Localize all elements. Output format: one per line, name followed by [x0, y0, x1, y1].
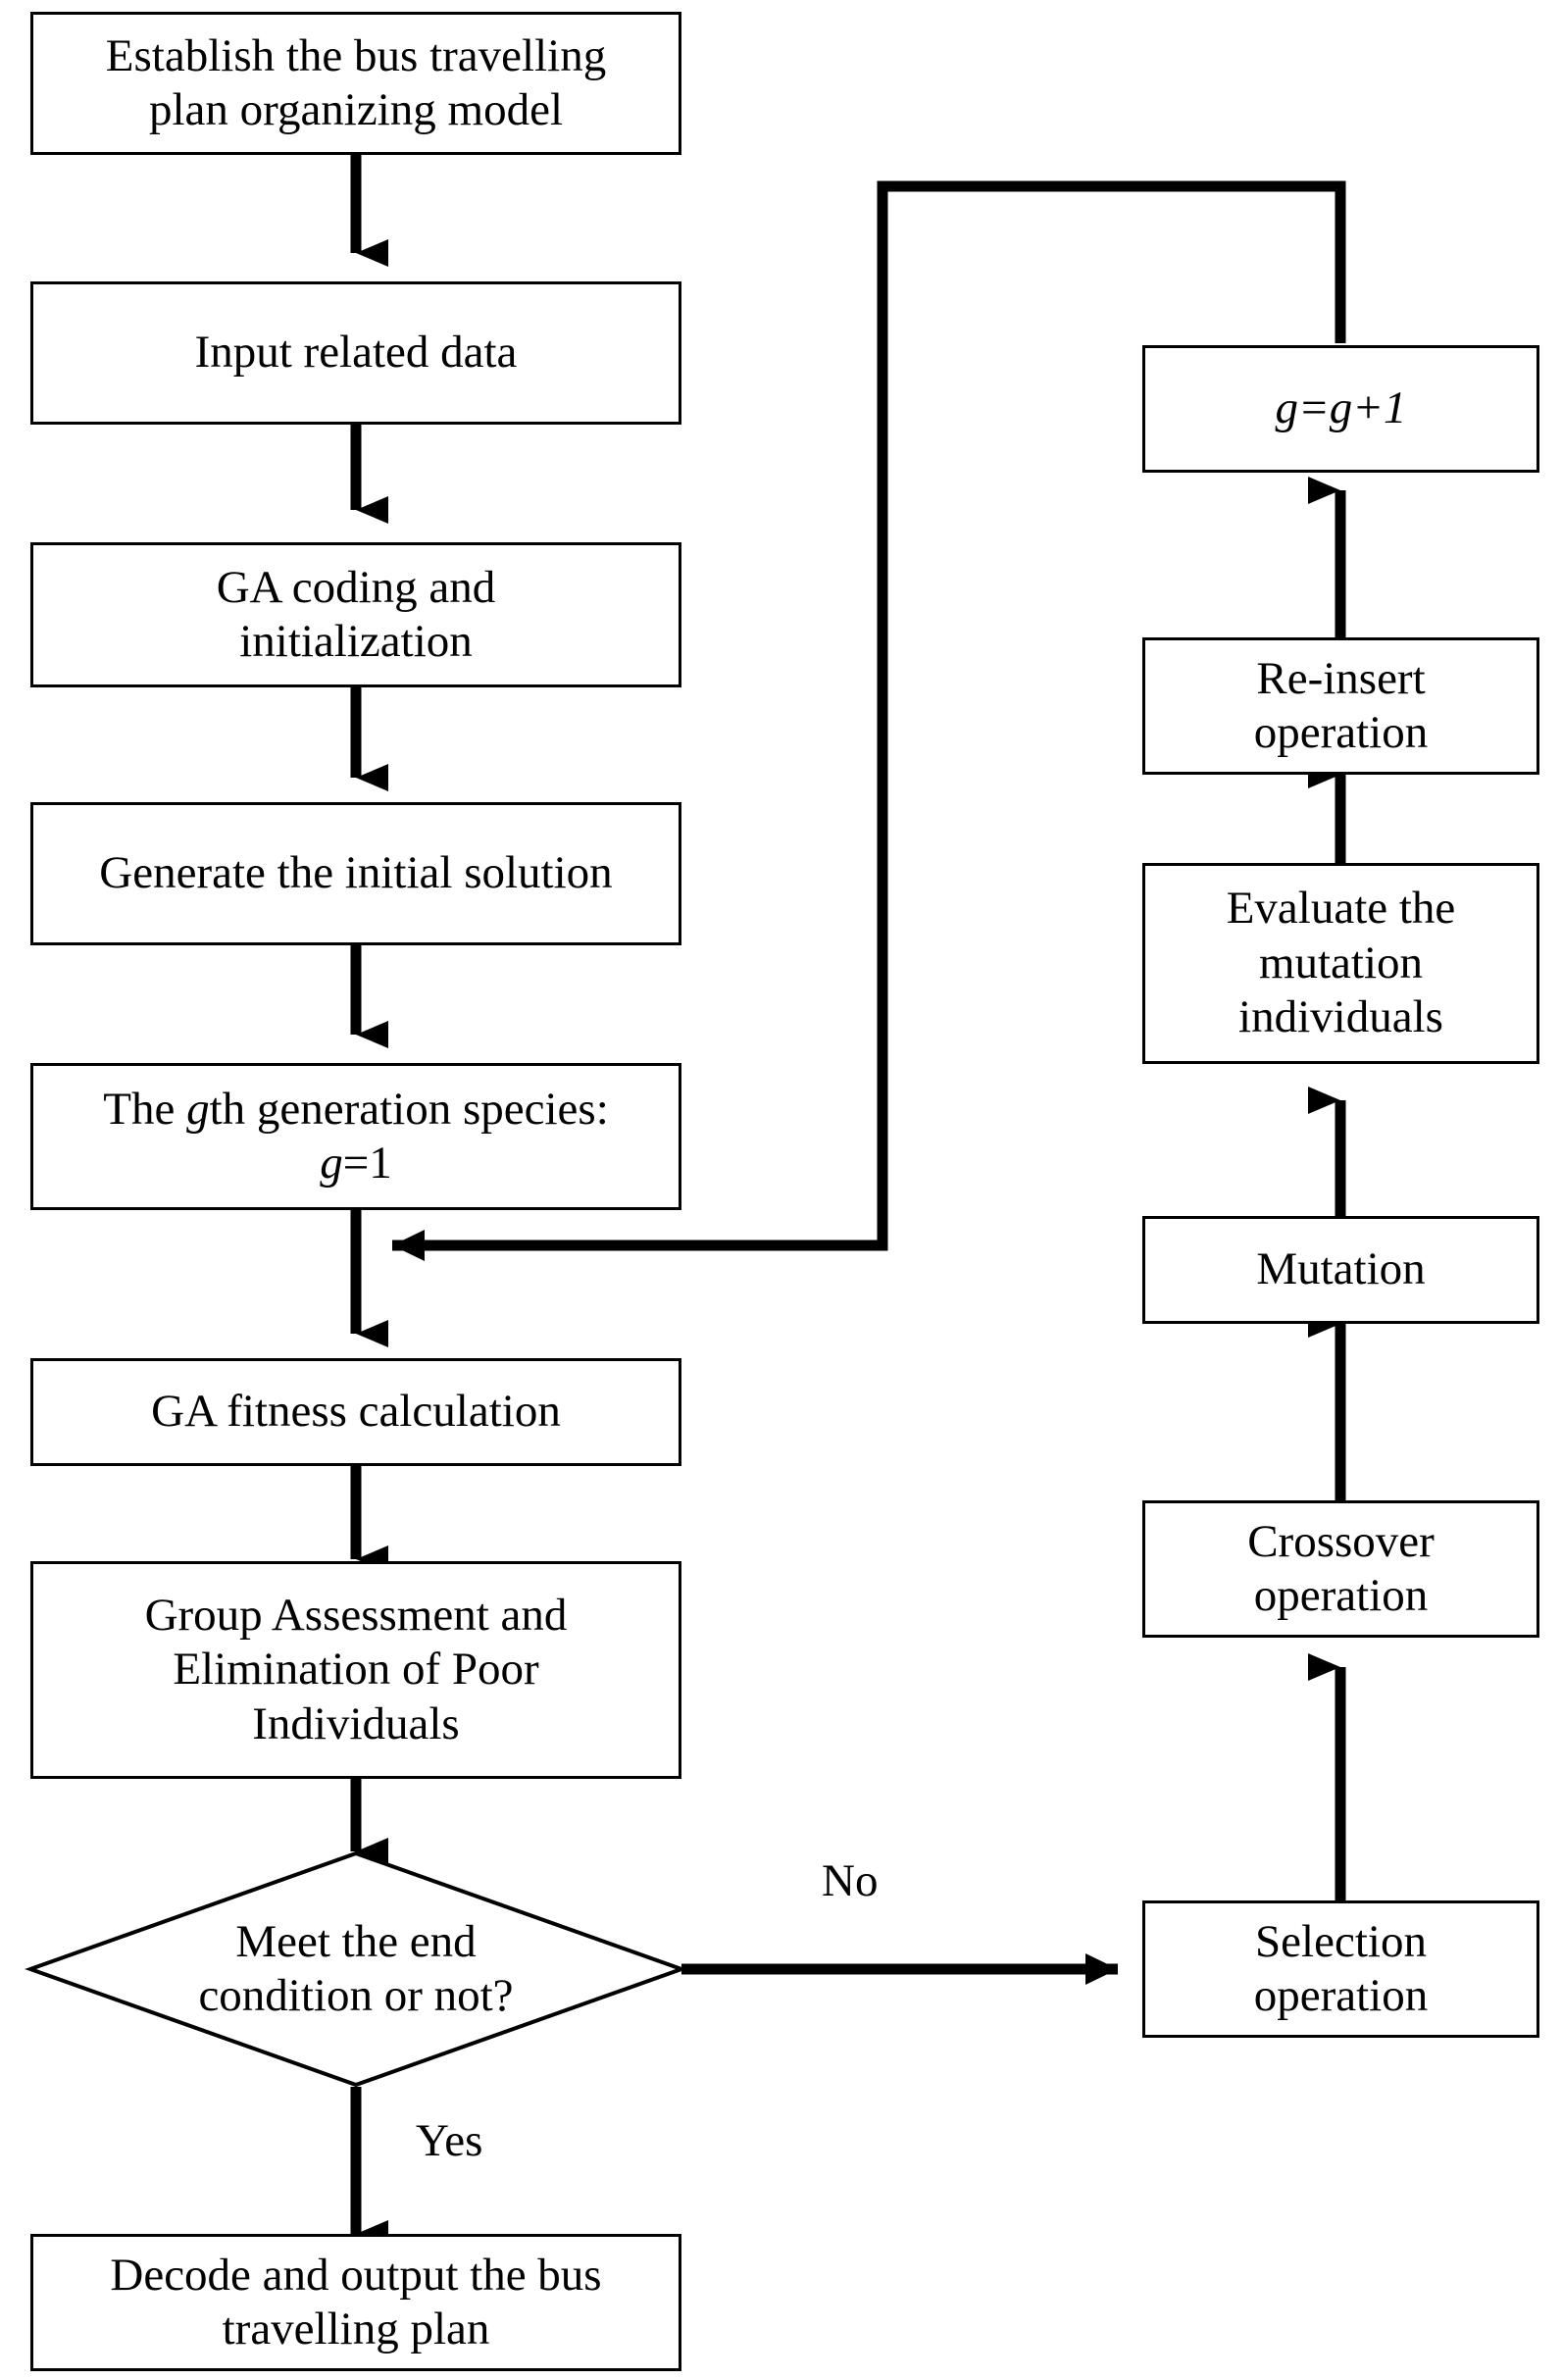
node-selection-operation-label: Selection operation — [1253, 1915, 1429, 2021]
gth-italic-g2: g — [320, 1138, 343, 1189]
gth-mid: th generation species: — [209, 1083, 609, 1135]
node-increment-generation-label: g=g+1 — [1275, 382, 1407, 434]
edge-label-no: No — [822, 1855, 879, 1906]
node-mutation-label: Mutation — [1256, 1243, 1426, 1295]
node-decision-meet-end-condition[interactable]: Meet the end condition or not? — [30, 1853, 681, 2085]
node-decision-meet-end-condition-label: Meet the end condition or not? — [198, 1915, 514, 2021]
node-evaluate-mutation-individuals[interactable]: Evaluate the mutation individuals — [1142, 863, 1539, 1064]
gth-suffix: =1 — [342, 1138, 392, 1189]
node-group-assessment[interactable]: Group Assessment and Elimination of Poor… — [30, 1561, 681, 1779]
node-ga-coding-initialization[interactable]: GA coding and initialization — [30, 542, 681, 687]
node-group-assessment-label: Group Assessment and Elimination of Poor… — [144, 1589, 568, 1749]
node-establish-model-label: Establish the bus travelling plan organi… — [105, 29, 607, 135]
node-ga-fitness-calculation-label: GA fitness calculation — [151, 1386, 561, 1438]
node-reinsert-operation[interactable]: Re-insert operation — [1142, 637, 1539, 775]
node-establish-model[interactable]: Establish the bus travelling plan organi… — [30, 12, 681, 155]
decision-diamond-shape — [25, 1850, 687, 2088]
node-gth-generation-species-label: The gth generation species: g=1 — [95, 1083, 617, 1191]
node-decode-output-plan-label: Decode and output the bus travelling pla… — [110, 2249, 602, 2355]
node-reinsert-operation-label: Re-insert operation — [1253, 652, 1429, 758]
node-crossover-operation-label: Crossover operation — [1247, 1515, 1435, 1621]
node-gth-generation-species[interactable]: The gth generation species: g=1 — [30, 1063, 681, 1210]
edge-label-yes: Yes — [416, 2115, 483, 2166]
node-evaluate-mutation-individuals-label: Evaluate the mutation individuals — [1226, 883, 1456, 1043]
node-input-related-data[interactable]: Input related data — [30, 281, 681, 425]
node-input-related-data-label: Input related data — [194, 327, 518, 379]
node-decode-output-plan[interactable]: Decode and output the bus travelling pla… — [30, 2234, 681, 2371]
edge-increment-feedback — [392, 180, 1346, 1261]
gth-italic-g: g — [186, 1083, 210, 1135]
node-mutation[interactable]: Mutation — [1142, 1216, 1539, 1324]
node-generate-initial-solution[interactable]: Generate the initial solution — [30, 802, 681, 945]
node-generate-initial-solution-label: Generate the initial solution — [99, 847, 613, 899]
node-ga-fitness-calculation[interactable]: GA fitness calculation — [30, 1358, 681, 1466]
node-selection-operation[interactable]: Selection operation — [1142, 1900, 1539, 2038]
node-increment-generation[interactable]: g=g+1 — [1142, 345, 1539, 473]
gth-prefix: The — [103, 1083, 187, 1135]
node-ga-coding-initialization-label: GA coding and initialization — [216, 561, 496, 667]
node-crossover-operation[interactable]: Crossover operation — [1142, 1500, 1539, 1638]
